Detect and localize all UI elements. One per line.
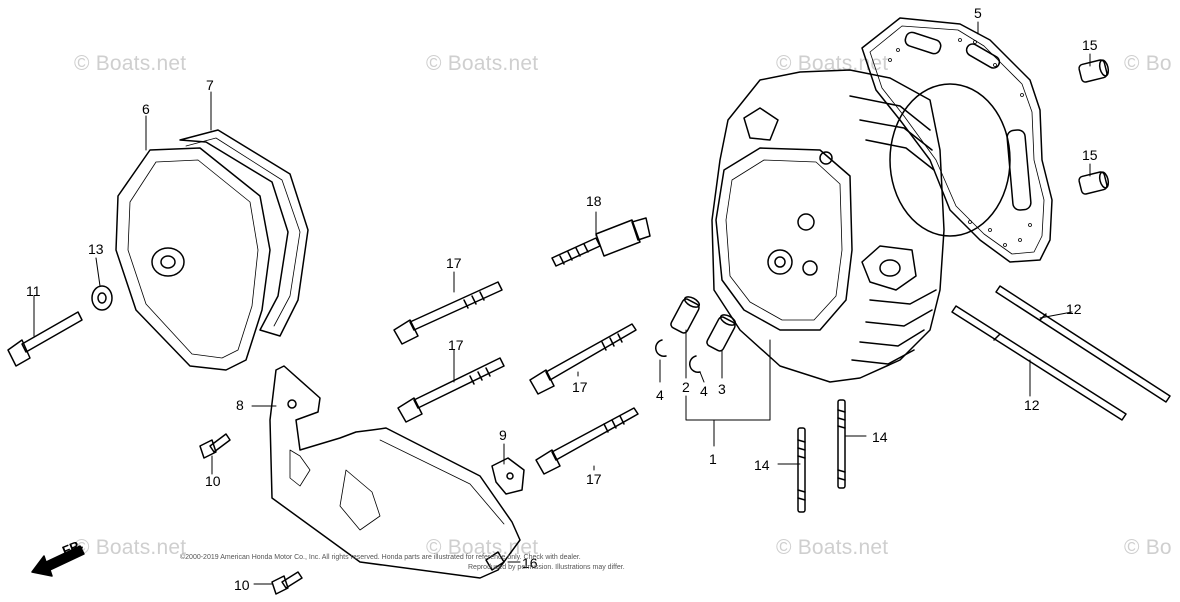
callout-14b: 14 — [872, 429, 888, 445]
stud-14a — [797, 427, 806, 513]
callout-12a: 12 — [1066, 301, 1082, 317]
leader-lines — [33, 21, 1091, 585]
callout-17d: 17 — [586, 471, 602, 487]
clip-4b — [689, 355, 701, 373]
head-gasket — [861, 17, 1053, 263]
stud-14b — [837, 399, 846, 489]
front-direction-arrow — [31, 545, 85, 577]
copyright-notice-line2: Reproduced by permission. Illustrations … — [468, 564, 625, 571]
callout-11: 11 — [26, 283, 41, 299]
valve-guide-3 — [706, 314, 737, 352]
callout-17b: 17 — [448, 337, 464, 353]
bolt-10b — [271, 571, 303, 595]
callout-7: 7 — [206, 77, 214, 93]
callout-10b: 10 — [234, 577, 250, 593]
washer-13 — [91, 285, 113, 311]
callout-10a: 10 — [205, 473, 221, 489]
bracket-9 — [491, 457, 525, 495]
head-bolt-17a — [393, 281, 503, 345]
bolt-16 — [485, 551, 505, 571]
cover-gasket-7 — [179, 129, 309, 337]
callout-17a: 17 — [446, 255, 462, 271]
callout-8: 8 — [236, 397, 244, 413]
spark-plug-18 — [551, 217, 651, 267]
head-cover-6 — [115, 147, 271, 371]
callout-3: 3 — [718, 381, 726, 397]
valve-guide-2 — [670, 296, 701, 334]
watermark: © Boats.net — [74, 536, 187, 559]
callout-16: 16 — [522, 555, 538, 571]
bolt-10a — [199, 433, 231, 459]
watermark: © Bo — [1124, 52, 1172, 75]
callout-4b: 4 — [700, 383, 708, 399]
callout-17c: 17 — [572, 379, 588, 395]
copyright-notice: ©2000-2019 American Honda Motor Co., Inc… — [180, 554, 581, 561]
bracket-8 — [269, 365, 521, 579]
callout-13: 13 — [88, 241, 104, 257]
head-bolt-17b — [397, 357, 505, 423]
callout-6: 6 — [142, 101, 150, 117]
callout-9: 9 — [499, 427, 507, 443]
watermark: © Boats.net — [426, 52, 539, 75]
callout-15a: 15 — [1082, 37, 1098, 53]
callout-5: 5 — [974, 5, 982, 21]
bolt-12a — [995, 285, 1171, 403]
cylinder-head — [711, 69, 945, 383]
watermark: © Boats.net — [776, 52, 889, 75]
head-bolt-17c — [529, 323, 637, 395]
head-bolt-17d — [535, 407, 639, 475]
watermark: © Boats.net — [776, 536, 889, 559]
callout-18: 18 — [586, 193, 602, 209]
bolt-12b — [951, 305, 1127, 421]
watermark: © Boats.net — [74, 52, 187, 75]
dowel-pin-15b — [1078, 171, 1110, 195]
callout-15b: 15 — [1082, 147, 1098, 163]
callout-1: 1 — [709, 451, 717, 467]
bolt-11 — [7, 311, 83, 367]
watermark: © Bo — [1124, 536, 1172, 559]
dowel-pin-15a — [1078, 59, 1110, 83]
callout-14a: 14 — [754, 457, 770, 473]
callout-4a: 4 — [656, 387, 664, 403]
callout-12b: 12 — [1024, 397, 1040, 413]
callout-2: 2 — [682, 379, 690, 395]
clip-4a — [655, 339, 667, 357]
